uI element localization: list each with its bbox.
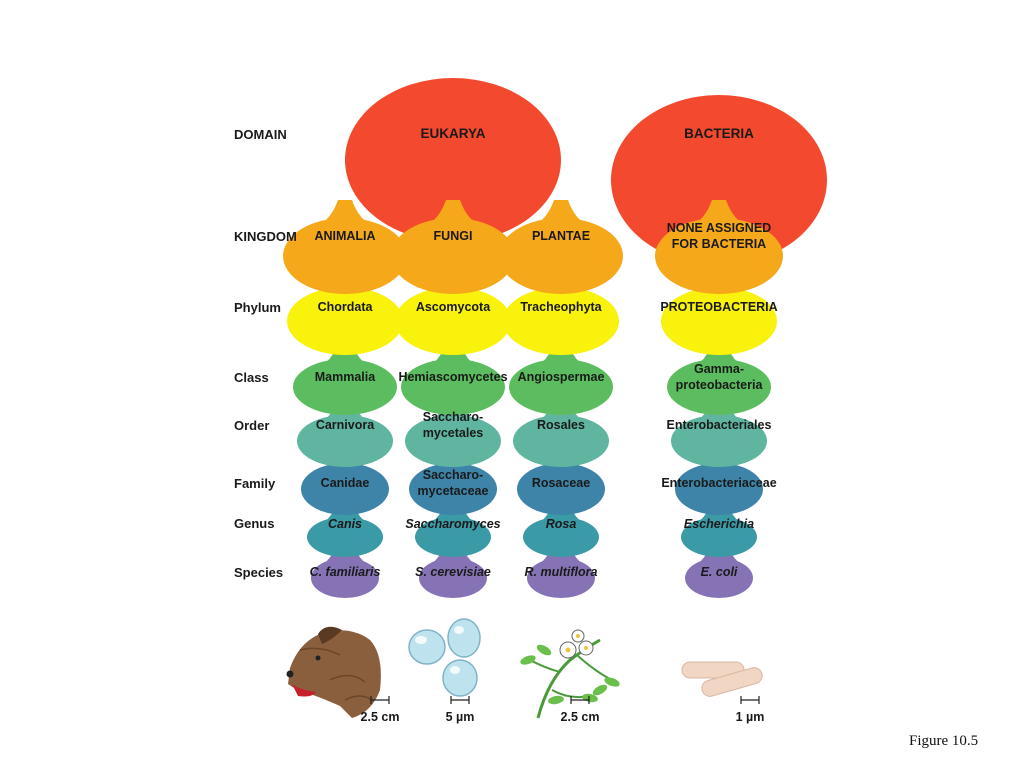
domain-labels: EUKARYA BACTERIA bbox=[420, 126, 754, 141]
phylum-label-0: Chordata bbox=[318, 300, 374, 314]
phylum-label-1: Ascomycota bbox=[416, 300, 491, 314]
kingdom-label-2: PLANTAE bbox=[532, 229, 590, 243]
family-label-2: Rosaceae bbox=[532, 476, 590, 490]
family-label-1-0: Saccharo- bbox=[423, 468, 483, 482]
scale-label-0: 2.5 cm bbox=[361, 710, 400, 724]
rank-label-kingdom: KINGDOM bbox=[234, 229, 297, 244]
genus-label-1: Saccharomyces bbox=[405, 517, 500, 531]
scale-label-2: 2.5 cm bbox=[561, 710, 600, 724]
species-label-3: E. coli bbox=[701, 565, 738, 579]
rank-label-domain: DOMAIN bbox=[234, 127, 287, 142]
domain-label-1: BACTERIA bbox=[684, 126, 754, 141]
rank-label-phylum: Phylum bbox=[234, 300, 281, 315]
species-label-1: S. cerevisiae bbox=[415, 565, 491, 579]
rank-label-species: Species bbox=[234, 565, 283, 580]
order-label-0: Carnivora bbox=[316, 418, 375, 432]
scale-bar-2: 2.5 cm bbox=[561, 696, 600, 724]
kingdom-label-1: FUNGI bbox=[434, 229, 473, 243]
kingdom-blob-1 bbox=[391, 200, 515, 294]
genus-label-0: Canis bbox=[328, 517, 362, 531]
yeast-cells-icon bbox=[408, 618, 481, 697]
rank-label-class: Class bbox=[234, 370, 269, 385]
class-label-3-1: proteobacteria bbox=[676, 378, 764, 392]
kingdom-label-3-0: NONE ASSIGNED bbox=[667, 221, 771, 235]
kingdom-label-3-1: FOR BACTERIA bbox=[672, 237, 766, 251]
scale-bar-1: 5 µm bbox=[446, 696, 475, 724]
ecoli-rods-icon bbox=[681, 661, 763, 697]
class-label-1: Hemiascomycetes bbox=[398, 370, 507, 384]
figure-caption: Figure 10.5 bbox=[909, 733, 979, 749]
family-label-0: Canidae bbox=[321, 476, 370, 490]
phylum-label-3: PROTEOBACTERIA bbox=[660, 300, 777, 314]
rank-label-order: Order bbox=[234, 418, 269, 433]
domain-label-0: EUKARYA bbox=[420, 126, 485, 141]
kingdom-blob-2 bbox=[499, 200, 623, 294]
node-labels: ANIMALIA ChordataMammaliaCarnivoraCanidae… bbox=[310, 221, 778, 579]
rank-labels: DOMAIN KINGDOM PhylumClassOrderFamilyGenus… bbox=[234, 127, 297, 580]
rose-plant-icon bbox=[520, 629, 620, 719]
scale-label-1: 5 µm bbox=[446, 710, 475, 724]
scale-label-3: 1 µm bbox=[736, 710, 765, 724]
family-label-1-1: mycetaceae bbox=[418, 484, 489, 498]
kingdom-label-0: ANIMALIA bbox=[314, 229, 375, 243]
class-label-0: Mammalia bbox=[315, 370, 376, 384]
class-label-3-0: Gamma- bbox=[694, 362, 744, 376]
species-label-0: C. familiaris bbox=[310, 565, 381, 579]
family-label-3: Enterobacteriaceae bbox=[661, 476, 776, 490]
scale-bars: 2.5 cm 5 µm 2.5 cm 1 µm bbox=[361, 696, 765, 724]
scale-bar-3: 1 µm bbox=[736, 696, 765, 724]
class-label-2: Angiospermae bbox=[518, 370, 605, 384]
order-label-3: Enterobacteriales bbox=[667, 418, 772, 432]
order-label-1-0: Saccharo- bbox=[423, 410, 483, 424]
scale-bar-0: 2.5 cm bbox=[361, 696, 400, 724]
order-label-2: Rosales bbox=[537, 418, 585, 432]
order-label-1-1: mycetales bbox=[423, 426, 484, 440]
dog-head-icon bbox=[286, 626, 381, 718]
domain-blob-bacteria bbox=[611, 95, 827, 265]
genus-label-3: Escherichia bbox=[684, 517, 754, 531]
kingdom-blob-3 bbox=[655, 200, 783, 294]
domain-blob-eukarya bbox=[345, 78, 561, 242]
kingdom-blob-0 bbox=[283, 200, 407, 294]
genus-label-2: Rosa bbox=[546, 517, 577, 531]
rank-label-genus: Genus bbox=[234, 516, 274, 531]
phylum-label-2: Tracheophyta bbox=[520, 300, 602, 314]
species-label-2: R. multiflora bbox=[525, 565, 598, 579]
blob-layer bbox=[283, 78, 827, 598]
rank-label-family: Family bbox=[234, 476, 276, 491]
